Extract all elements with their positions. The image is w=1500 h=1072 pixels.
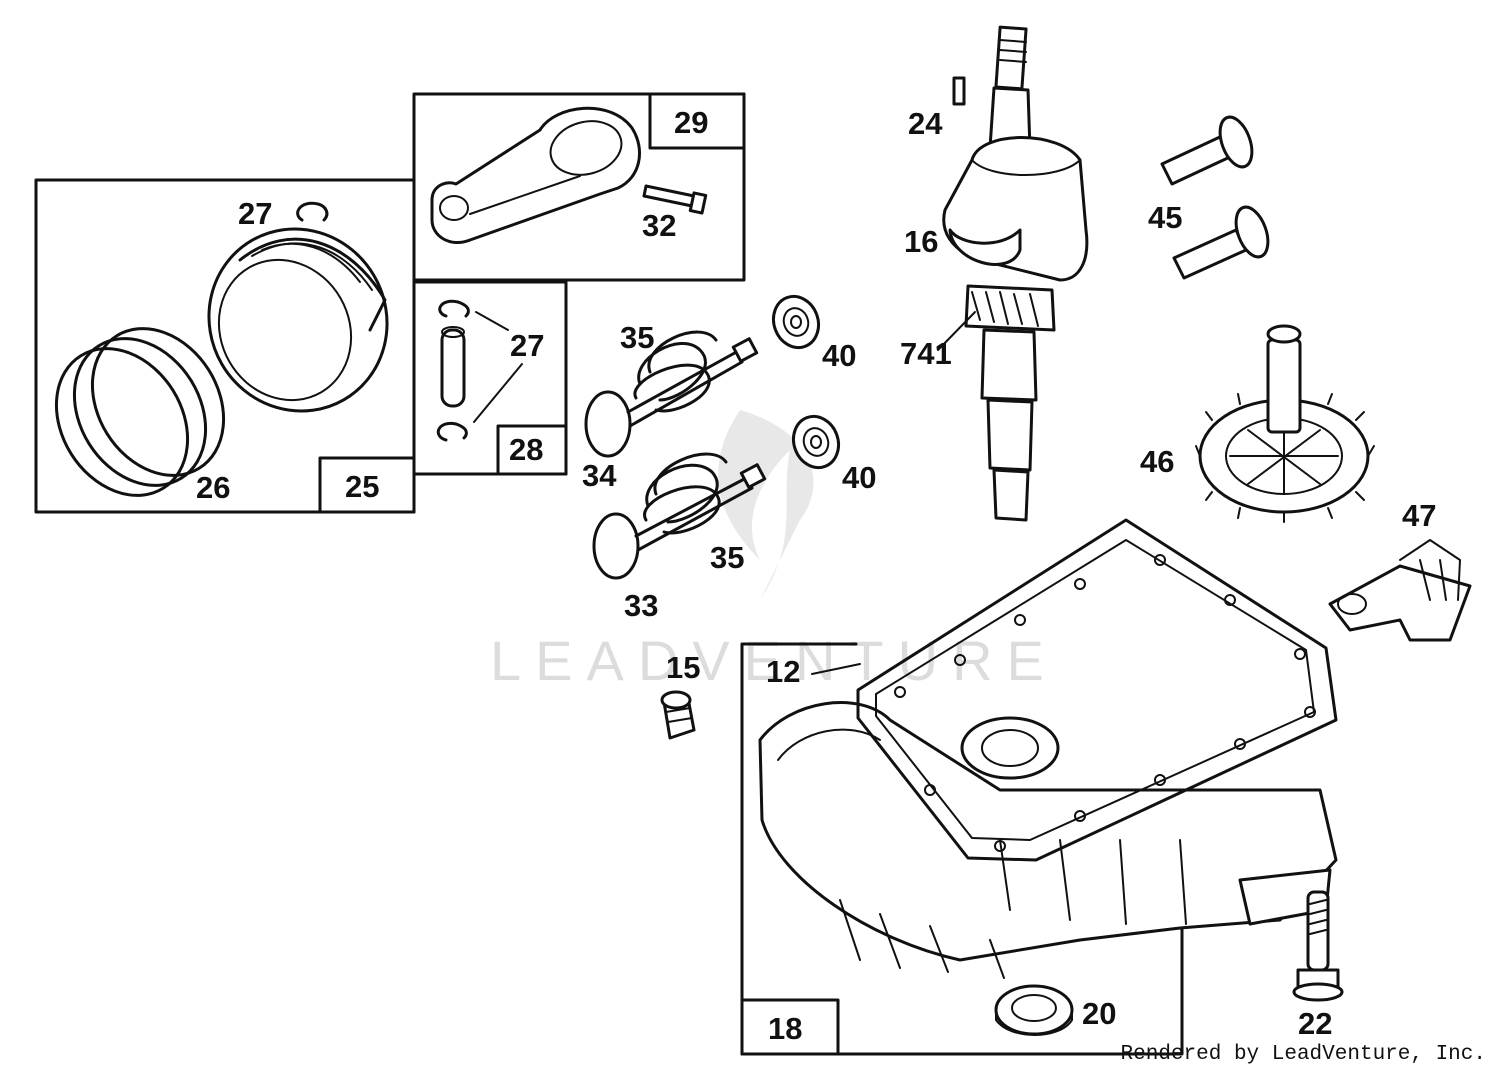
callout-35-lower: 35 [710,540,744,575]
rod-bolt-part[interactable] [642,184,708,215]
piston-rings-part[interactable] [30,304,250,520]
callout-27-piston-clip: 27 [238,196,272,231]
box-25-number: 25 [345,469,379,504]
callout-35-upper: 35 [620,320,654,355]
valve-retainer-upper[interactable] [766,290,825,354]
callout-24: 24 [908,106,943,141]
box-18-frame [740,642,1184,1056]
box-18-crankcase-kit: 18 [740,518,1338,1056]
callout-741: 741 [900,336,952,371]
watermark-text: LEADVENTURE [490,629,1058,692]
callout-46: 46 [1140,444,1174,479]
box-29-connecting-rod-kit: 29 [412,92,746,282]
box-29-number: 29 [674,105,708,140]
gasket-part[interactable] [856,518,1338,862]
valve-retainer-lower[interactable] [786,410,845,474]
callout-33: 33 [624,588,658,623]
oil-plug-part[interactable] [660,690,696,740]
watermark: LEADVENTURE [490,410,1058,692]
callout-40-upper: 40 [822,338,856,373]
box-29-label-frame [648,92,746,150]
callout-40-lower: 40 [842,460,876,495]
leader-12 [811,663,861,675]
box-25-piston-kit: 25 [30,178,420,520]
callout-labels: 24 16 741 45 46 47 27 26 32 27 35 40 34 … [196,106,1436,1041]
box-28-frame [412,280,568,476]
footer-credit: Rendered by LeadVenture, Inc. [1120,1043,1486,1066]
box-18-label-frame [740,998,840,1056]
cam-pin-lower[interactable] [1172,203,1274,280]
callout-34: 34 [582,458,617,493]
crankcase-cover-part[interactable] [758,701,1338,979]
callout-32: 32 [642,208,676,243]
watermark-flame-icon [718,410,814,600]
wrist-pin-clip-upper[interactable] [438,299,470,318]
cover-bolt-part[interactable] [1292,890,1344,1002]
cam-pin-upper[interactable] [1160,113,1258,186]
box-25-label-frame [318,456,416,514]
camshaft-gear-part[interactable] [1195,324,1375,523]
exhaust-valve-assembly[interactable] [592,452,767,580]
callout-22: 22 [1298,1006,1332,1041]
intake-valve-assembly[interactable] [584,330,759,458]
callout-15: 15 [666,650,700,685]
callout-26: 26 [196,470,230,505]
wrist-pin-clip-lower[interactable] [436,421,468,442]
box-28-label-frame [496,424,568,476]
piston-part[interactable] [176,196,420,443]
wrist-pin-part[interactable] [440,326,466,408]
connecting-rod-part[interactable] [430,106,641,244]
governor-assembly-part[interactable] [1328,539,1472,642]
leader-741 [937,311,976,351]
callout-47: 47 [1402,498,1436,533]
callout-45: 45 [1148,200,1182,235]
box-28-wrist-pin-kit: 28 [412,280,568,476]
callout-20: 20 [1082,996,1116,1031]
box-29-frame [412,92,746,282]
leader-27b-upper [475,311,509,331]
leader-27b-lower [473,363,523,423]
box-18-number: 18 [768,1011,802,1046]
callout-27-wrist-pin-clip: 27 [510,328,544,363]
flywheel-key-part[interactable] [952,76,966,106]
retaining-clip-top[interactable] [296,201,329,222]
callout-12: 12 [766,654,800,689]
box-28-number: 28 [509,432,543,467]
crankshaft-part[interactable] [942,25,1089,522]
oil-seal-part[interactable] [994,984,1074,1036]
callout-16: 16 [904,224,938,259]
